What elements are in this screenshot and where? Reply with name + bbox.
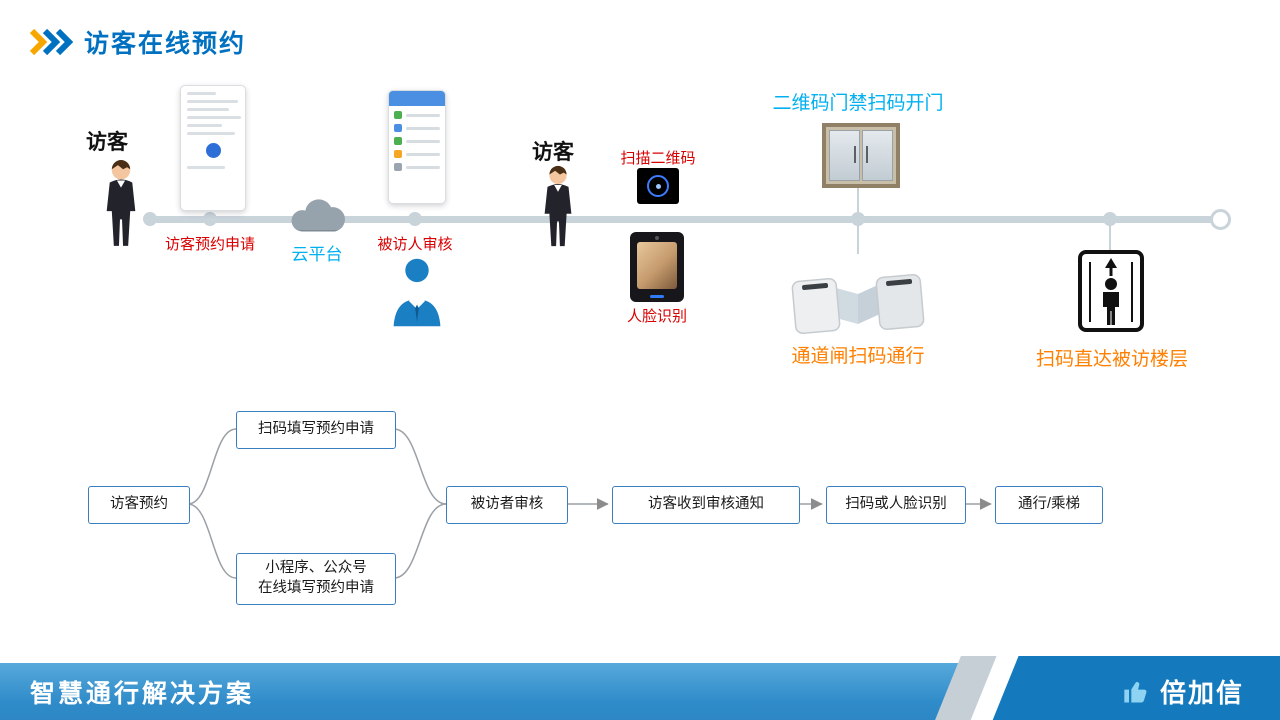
timeline-node-5 bbox=[1103, 212, 1117, 226]
flow-box-host-review: 被访者审核 bbox=[446, 486, 568, 524]
device-led bbox=[650, 295, 664, 298]
page-title: 访客在线预约 bbox=[28, 24, 246, 60]
door-title-label: 二维码门禁扫码开门 bbox=[772, 93, 944, 114]
flow-box-visitor-reserve: 访客预约 bbox=[88, 486, 190, 524]
flow-box-pass: 通行/乘梯 bbox=[995, 486, 1103, 524]
thumbs-up-icon bbox=[1124, 681, 1147, 702]
scan-qr-label: 扫描二维码 bbox=[620, 150, 696, 167]
flow-box-notify: 访客收到审核通知 bbox=[612, 486, 800, 524]
gate-caption-label: 通道闸扫码通行 bbox=[791, 346, 925, 367]
visitor1-label: 访客 bbox=[86, 131, 128, 154]
flow-box-verify: 扫码或人脸识别 bbox=[826, 486, 966, 524]
review-phone-screenshot bbox=[388, 90, 446, 204]
reviewer-person-icon bbox=[393, 258, 441, 327]
visitor1-figure-icon bbox=[106, 160, 136, 246]
review-step-label: 被访人审核 bbox=[377, 236, 453, 253]
door-gate-connector bbox=[857, 186, 859, 254]
timeline-line bbox=[148, 216, 1220, 223]
camera-dot-icon bbox=[655, 236, 659, 240]
reservation-phone-screenshot bbox=[180, 85, 246, 211]
elevator-pictogram bbox=[1078, 250, 1144, 332]
elevator-caption-label: 扫码直达被访楼层 bbox=[1035, 349, 1188, 370]
qr-code-icon bbox=[637, 168, 679, 204]
visitor2-figure-icon bbox=[544, 165, 572, 247]
face-recognition-device bbox=[630, 232, 684, 302]
face-screen bbox=[637, 242, 677, 289]
door-access-photo bbox=[822, 123, 900, 188]
footer-bar: 智慧通行解决方案 倍加信 bbox=[0, 656, 1280, 720]
timeline-end-circle bbox=[1210, 209, 1231, 230]
cloud-label: 云平台 bbox=[291, 245, 343, 264]
flow-box-scan-apply: 扫码填写预约申请 bbox=[236, 411, 396, 449]
turnstile-gate-photo bbox=[791, 274, 925, 334]
brand-name: 倍加信 bbox=[1159, 678, 1244, 708]
timeline-node-3 bbox=[408, 212, 422, 226]
visitor2-label: 访客 bbox=[532, 141, 574, 164]
footer-slogan: 智慧通行解决方案 bbox=[30, 679, 255, 708]
flow-connectors bbox=[187, 428, 992, 579]
phone2-header bbox=[389, 91, 445, 106]
phone-app-logo bbox=[205, 143, 221, 158]
apply-step-label: 访客预约申请 bbox=[164, 236, 255, 253]
chevrons-icon bbox=[29, 28, 74, 56]
timeline-node-1 bbox=[143, 212, 157, 226]
cloud-icon bbox=[291, 199, 345, 232]
title-text: 访客在线预约 bbox=[84, 30, 247, 58]
brand-block: 倍加信 bbox=[1122, 663, 1244, 720]
elevator-connector bbox=[1109, 224, 1111, 252]
face-recognition-label: 人脸识别 bbox=[626, 308, 687, 325]
timeline-node-2 bbox=[203, 212, 217, 226]
flow-box-miniprogram-apply: 小程序、公众号 在线填写预约申请 bbox=[236, 553, 396, 605]
